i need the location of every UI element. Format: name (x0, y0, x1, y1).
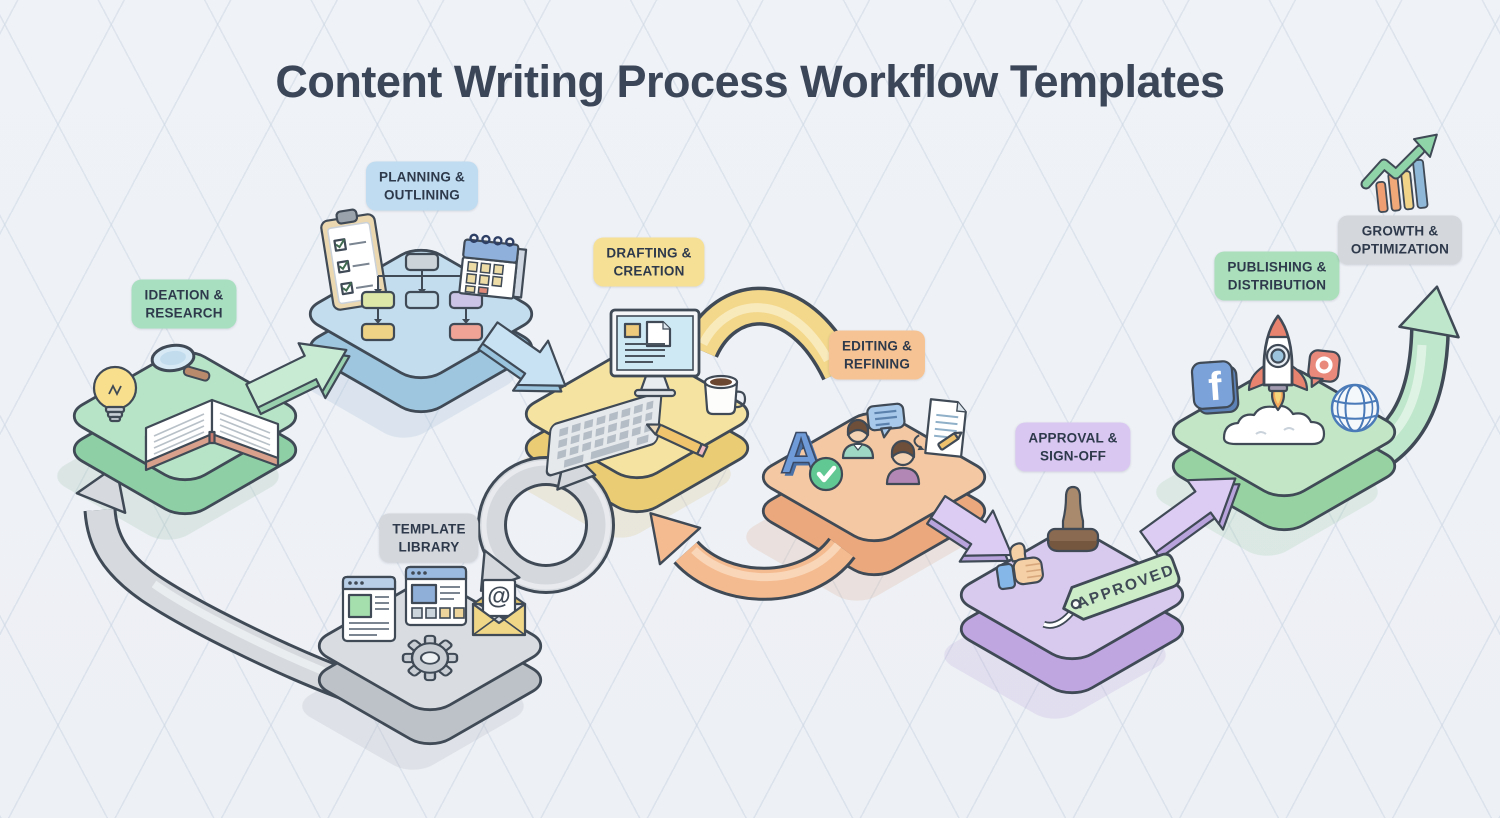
open-book-icon (144, 398, 280, 472)
clipboard-checklist-icon (320, 208, 388, 311)
coffee-mug-icon (703, 374, 747, 416)
keyboard-icon (545, 391, 663, 477)
calendar-icon (458, 233, 528, 300)
editor-person-icon (841, 418, 875, 460)
badge-template-library: TEMPLATE LIBRARY (379, 513, 479, 563)
magnifying-glass-icon (150, 343, 211, 382)
badge-ideation-research: IDEATION & RESEARCH (131, 279, 237, 329)
stamp-icon (1046, 485, 1100, 553)
lightbulb-icon (92, 365, 138, 423)
rocket-launch-icon (1247, 314, 1309, 412)
writer-person-icon (885, 439, 921, 486)
cloud-icon (1222, 404, 1326, 446)
chat-bubble-icon (866, 402, 906, 439)
check-circle-icon (808, 456, 844, 492)
document-pencil-icon (913, 398, 967, 458)
badge-planning-outlining: PLANNING & OUTLINING (366, 161, 478, 211)
email-at-text: @ (487, 583, 510, 610)
growth-chart-icon (1360, 133, 1438, 213)
arrow-ideation-to-planning (245, 342, 351, 416)
badge-growth-optimization: GROWTH & OPTIMIZATION (1337, 215, 1463, 265)
arrow-planning-to-drafting (477, 321, 567, 393)
badge-publishing-distribution: PUBLISHING & DISTRIBUTION (1214, 251, 1340, 301)
webpage-blocks-icon (404, 565, 468, 627)
thumbs-up-icon (995, 542, 1044, 591)
photo-chat-icon (1307, 349, 1341, 388)
badge-editing-refining: EDITING & REFINING (828, 330, 926, 380)
webpage-icon (341, 575, 397, 643)
page-title: Content Writing Process Workflow Templat… (275, 56, 1225, 107)
monitor-document-icon (609, 308, 701, 398)
svg-text:f: f (1207, 364, 1224, 409)
arrow-drafting-to-editing-arc (682, 286, 858, 381)
gear-icon (401, 634, 459, 682)
badge-approval-signoff: APPROVAL & SIGN-OFF (1015, 422, 1131, 472)
email-at-icon: @ (471, 578, 527, 637)
arrow-editing-to-approval (926, 494, 1013, 563)
pencil-icon (645, 423, 709, 458)
globe-icon (1330, 383, 1380, 433)
platform-shadows (57, 310, 1378, 770)
arrow-editing-feedback-to-drafting (649, 512, 856, 601)
arrow-approval-to-publishing (1139, 477, 1241, 560)
facebook-icon: f (1190, 360, 1240, 415)
badge-drafting-creation: DRAFTING & CREATION (593, 237, 705, 287)
